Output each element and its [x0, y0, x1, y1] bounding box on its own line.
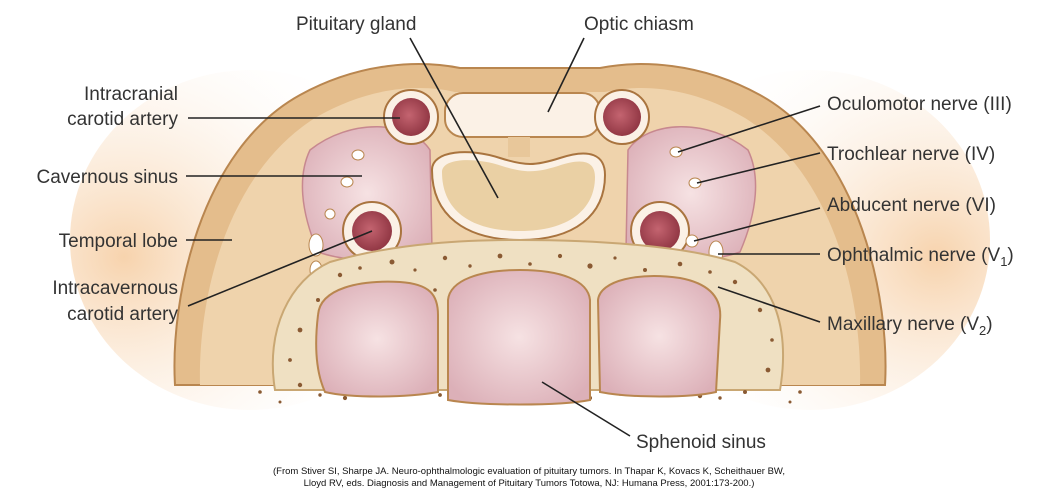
- sphenoid-sinus-right: [598, 276, 720, 396]
- label-trochlear-nerve: Trochlear nerve (IV): [827, 144, 995, 165]
- intracranial-carotid-left: [384, 90, 438, 144]
- label-intracavernous-carotid-2: carotid artery: [67, 304, 178, 325]
- label-intracranial-carotid-2: carotid artery: [67, 109, 178, 130]
- ophthalmic-paren: ): [1007, 245, 1013, 266]
- ophthalmic-main: Ophthalmic nerve (V: [827, 245, 1001, 266]
- ophthalmic-sub: 1: [1000, 254, 1007, 269]
- label-intracavernous-carotid-1: Intracavernous: [52, 278, 178, 299]
- credit-line-2: Lloyd RV, eds. Diagnosis and Management …: [0, 478, 1058, 490]
- credit-line-1: (From Stiver SI, Sharpe JA. Neuro-ophtha…: [0, 466, 1058, 478]
- label-intracranial-carotid-1: Intracranial: [84, 84, 178, 105]
- label-temporal-lobe: Temporal lobe: [59, 231, 178, 252]
- intracranial-carotid-right: [595, 90, 649, 144]
- pituitary-stalk: [508, 137, 530, 157]
- maxillary-main: Maxillary nerve (V: [827, 314, 979, 335]
- source-credit: (From Stiver SI, Sharpe JA. Neuro-ophtha…: [0, 466, 1058, 490]
- label-abducent-nerve: Abducent nerve (VI): [827, 195, 996, 216]
- label-optic-chiasm: Optic chiasm: [584, 14, 694, 35]
- label-cavernous-sinus: Cavernous sinus: [36, 167, 178, 188]
- anatomy-diagram: Pituitary gland Optic chiasm Intracrania…: [0, 0, 1058, 465]
- label-maxillary-nerve: Maxillary nerve (V2): [827, 314, 993, 338]
- label-sphenoid-sinus: Sphenoid sinus: [636, 432, 766, 453]
- label-oculomotor-nerve: Oculomotor nerve (III): [827, 94, 1012, 115]
- optic-chiasm-shape: [445, 93, 600, 137]
- label-pituitary-gland: Pituitary gland: [296, 14, 416, 35]
- maxillary-sub: 2: [979, 323, 986, 338]
- sphenoid-sinus-center: [448, 270, 590, 405]
- label-ophthalmic-nerve: Ophthalmic nerve (V1): [827, 245, 1014, 269]
- maxillary-paren: ): [986, 314, 992, 335]
- sphenoid-sinus-left: [316, 282, 438, 397]
